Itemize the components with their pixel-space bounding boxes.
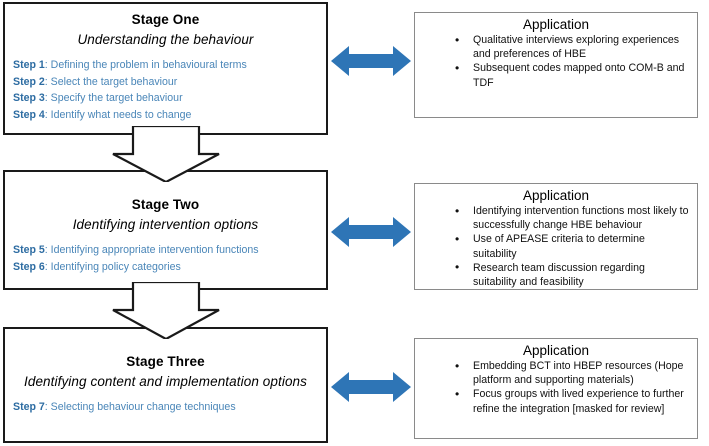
step-label: Step 2 (13, 75, 45, 88)
step-text: : Identify what needs to change (44, 108, 192, 121)
step-label: Step 5 (13, 244, 45, 256)
stage-one-steps: Step 1: Defining the problem in behaviou… (5, 57, 326, 123)
list-item: • Qualitative interviews exploring exper… (415, 33, 697, 61)
step-line: Step 3: Specify the target behaviour (13, 90, 326, 107)
step-line: Step 7: Selecting behaviour change techn… (13, 399, 326, 416)
step-line: Step 6: Identifying policy categories (13, 259, 326, 276)
bullet-icon: • (455, 386, 460, 401)
list-item-text: Subsequent codes mapped onto COM-B and T… (473, 62, 685, 89)
stage-two-subtitle: Identifying intervention options (72, 217, 259, 232)
list-item-text: Focus groups with lived experience to fu… (473, 388, 684, 415)
step-label: Step 7 (13, 401, 45, 413)
application-one-box: Application • Qualitative interviews exp… (414, 12, 698, 118)
step-text: : Selecting behaviour change techniques (44, 401, 236, 413)
step-line: Step 4: Identify what needs to change (13, 107, 326, 124)
list-item: • Use of APEASE criteria to determine su… (415, 232, 697, 260)
list-item: • Subsequent codes mapped onto COM-B and… (415, 61, 697, 89)
bullet-icon: • (455, 231, 460, 246)
stage-one-title: Stage One (131, 12, 200, 27)
double-headed-arrow-stage-one (331, 46, 411, 76)
application-two-title: Application (522, 188, 590, 203)
stage-three-box: Stage Three Identifying content and impl… (3, 327, 328, 443)
step-label: Step 4 (13, 108, 45, 121)
double-headed-arrow-stage-three (331, 372, 411, 402)
list-item: • Embedding BCT into HBEP resources (Hop… (415, 359, 697, 387)
stage-two-steps: Step 5: Identifying appropriate interven… (5, 242, 326, 275)
stage-three-title: Stage Three (126, 354, 205, 369)
bullet-icon: • (455, 358, 460, 373)
stage-two-title: Stage Two (131, 197, 200, 212)
step-label: Step 3 (13, 92, 45, 104)
list-item: • Identifying intervention functions mos… (415, 204, 697, 232)
step-line: Step 2: Select the target behaviour (13, 74, 326, 91)
stage-three-subtitle: Identifying content and implementation o… (23, 374, 308, 389)
double-headed-arrow-stage-two (331, 217, 411, 247)
list-item-text: Qualitative interviews exploring experie… (473, 34, 680, 61)
stage-one-box: Stage One Understanding the behaviour St… (3, 2, 328, 135)
bullet-icon: • (455, 32, 460, 47)
step-text: : Select the target behaviour (44, 75, 178, 88)
step-text: : Defining the problem in behavioural te… (44, 59, 247, 71)
step-label: Step 6 (13, 260, 45, 273)
stage-three-steps: Step 7: Selecting behaviour change techn… (5, 399, 326, 416)
list-item-text: Identifying intervention functions most … (473, 205, 689, 232)
application-three-box: Application • Embedding BCT into HBEP re… (414, 338, 698, 439)
step-line: Step 1: Defining the problem in behaviou… (13, 57, 326, 74)
application-three-title: Application (522, 343, 590, 358)
application-one-title: Application (522, 17, 590, 32)
step-text: : Specify the target behaviour (44, 92, 183, 104)
list-item: • Research team discussion regarding sui… (415, 260, 697, 289)
down-arrow-connector-two-three (112, 282, 220, 339)
application-two-box: Application • Identifying intervention f… (414, 183, 698, 290)
list-item: • Focus groups with lived experience to … (415, 387, 697, 415)
step-label: Step 1 (13, 59, 45, 71)
bullet-icon: • (455, 60, 460, 75)
application-three-list: • Embedding BCT into HBEP resources (Hop… (415, 359, 697, 416)
bullet-icon: • (455, 260, 460, 275)
list-item-text: Research team discussion regarding suita… (473, 261, 645, 289)
down-arrow-connector-one-two (112, 126, 220, 182)
list-item-text: Embedding BCT into HBEP resources (Hope … (473, 360, 684, 387)
bullet-icon: • (455, 203, 460, 218)
step-text: : Identifying appropriate intervention f… (44, 244, 259, 256)
stage-two-box: Stage Two Identifying intervention optio… (3, 170, 328, 290)
step-line: Step 5: Identifying appropriate interven… (13, 242, 326, 259)
application-two-list: • Identifying intervention functions mos… (415, 204, 697, 289)
stage-one-subtitle: Understanding the behaviour (77, 32, 254, 47)
list-item-text: Use of APEASE criteria to determine suit… (473, 233, 645, 260)
application-one-list: • Qualitative interviews exploring exper… (415, 33, 697, 90)
step-text: : Identifying policy categories (44, 260, 181, 273)
